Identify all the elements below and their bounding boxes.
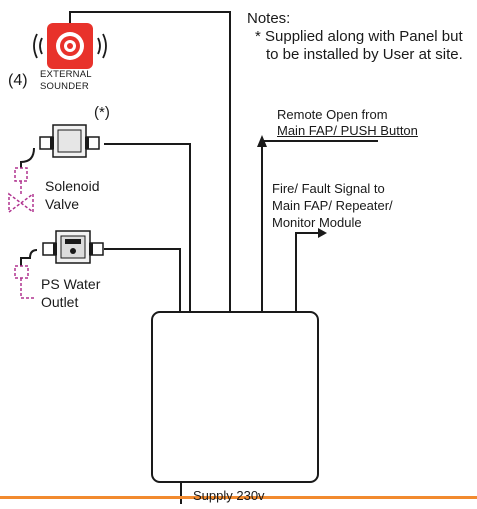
fire-arrowhead (318, 228, 327, 238)
switch-marker: (*) (94, 104, 110, 121)
solenoid-valve-icon (8, 167, 34, 214)
ps-water-outlet-icon (14, 265, 36, 299)
remote-label-line2: Main FAP/ PUSH Button (277, 123, 418, 138)
remote-arrowhead (257, 135, 267, 147)
solenoid-label-line1: Solenoid (45, 178, 100, 194)
fire-label-line1: Fire/ Fault Signal to (272, 181, 385, 196)
notes-title: Notes: (247, 10, 291, 27)
bottom-accent-bar (0, 496, 477, 499)
sounder-number: (4) (8, 72, 28, 89)
fire-label-line2: Main FAP/ Repeater/ (272, 198, 393, 213)
solenoid-label-line2: Valve (45, 196, 79, 212)
sounder-label-line2: SOUNDER (40, 81, 89, 92)
wire-switch-to-panel (104, 143, 191, 312)
wire-fire-to-panel (295, 232, 320, 312)
notes-line-1: * Supplied along with Panel but (255, 28, 463, 45)
main-panel (151, 311, 319, 483)
wire-psw-to-panel (104, 248, 181, 312)
fire-label-line3: Monitor Module (272, 215, 362, 230)
remote-label-line1: Remote Open from (277, 107, 388, 122)
flow-switch-icon (20, 124, 100, 168)
external-sounder-icon (33, 23, 107, 69)
notes-line-2: to be installed by User at site. (266, 46, 463, 63)
pressure-switch-icon (20, 230, 104, 266)
sounder-label-line1: EXTERNAL (40, 69, 92, 80)
supply-label: Supply 230v (193, 488, 265, 503)
ps-outlet-label-line1: PS Water (41, 276, 101, 292)
wire-sounder-to-panel (69, 11, 231, 312)
ps-outlet-label-line2: Outlet (41, 294, 79, 310)
